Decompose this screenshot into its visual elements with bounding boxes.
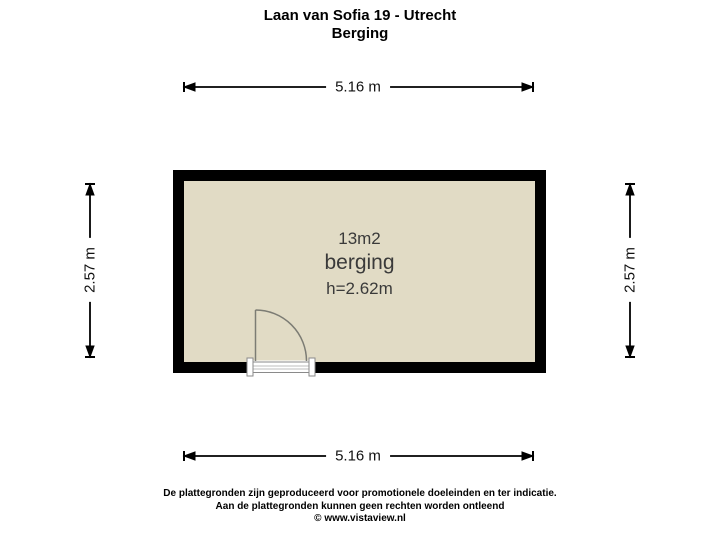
footer-line-1: De plattegronden zijn geproduceerd voor … <box>163 488 557 499</box>
footer-line-3: © www.vistaview.nl <box>314 513 406 524</box>
room-name-label: berging <box>324 251 395 274</box>
title-address: Laan van Sofia 19 - Utrecht <box>263 7 457 24</box>
door-swing-arc <box>255 309 308 362</box>
door <box>254 309 308 362</box>
door-threshold <box>246 357 316 377</box>
room-ceiling-height-label: h=2.62m <box>326 279 393 298</box>
room-area-label: 13m2 <box>338 229 381 248</box>
dimension-label-bottom: 5.16 m <box>326 445 390 467</box>
title-room-type: Berging <box>331 25 389 42</box>
dimension-label-left: 2.57 m <box>79 238 101 302</box>
room-labels: 13m2 berging h=2.62m <box>173 228 546 302</box>
dimension-label-top: 5.16 m <box>326 76 390 98</box>
dimension-label-right: 2.57 m <box>619 238 641 302</box>
page-title: Laan van Sofia 19 - Utrecht Berging <box>0 7 720 43</box>
footer-line-2: Aan de plattegronden kunnen geen rechten… <box>215 500 505 512</box>
room-floor <box>184 181 535 362</box>
footer-disclaimer: De plattegronden zijn geproduceerd voor … <box>0 488 720 526</box>
